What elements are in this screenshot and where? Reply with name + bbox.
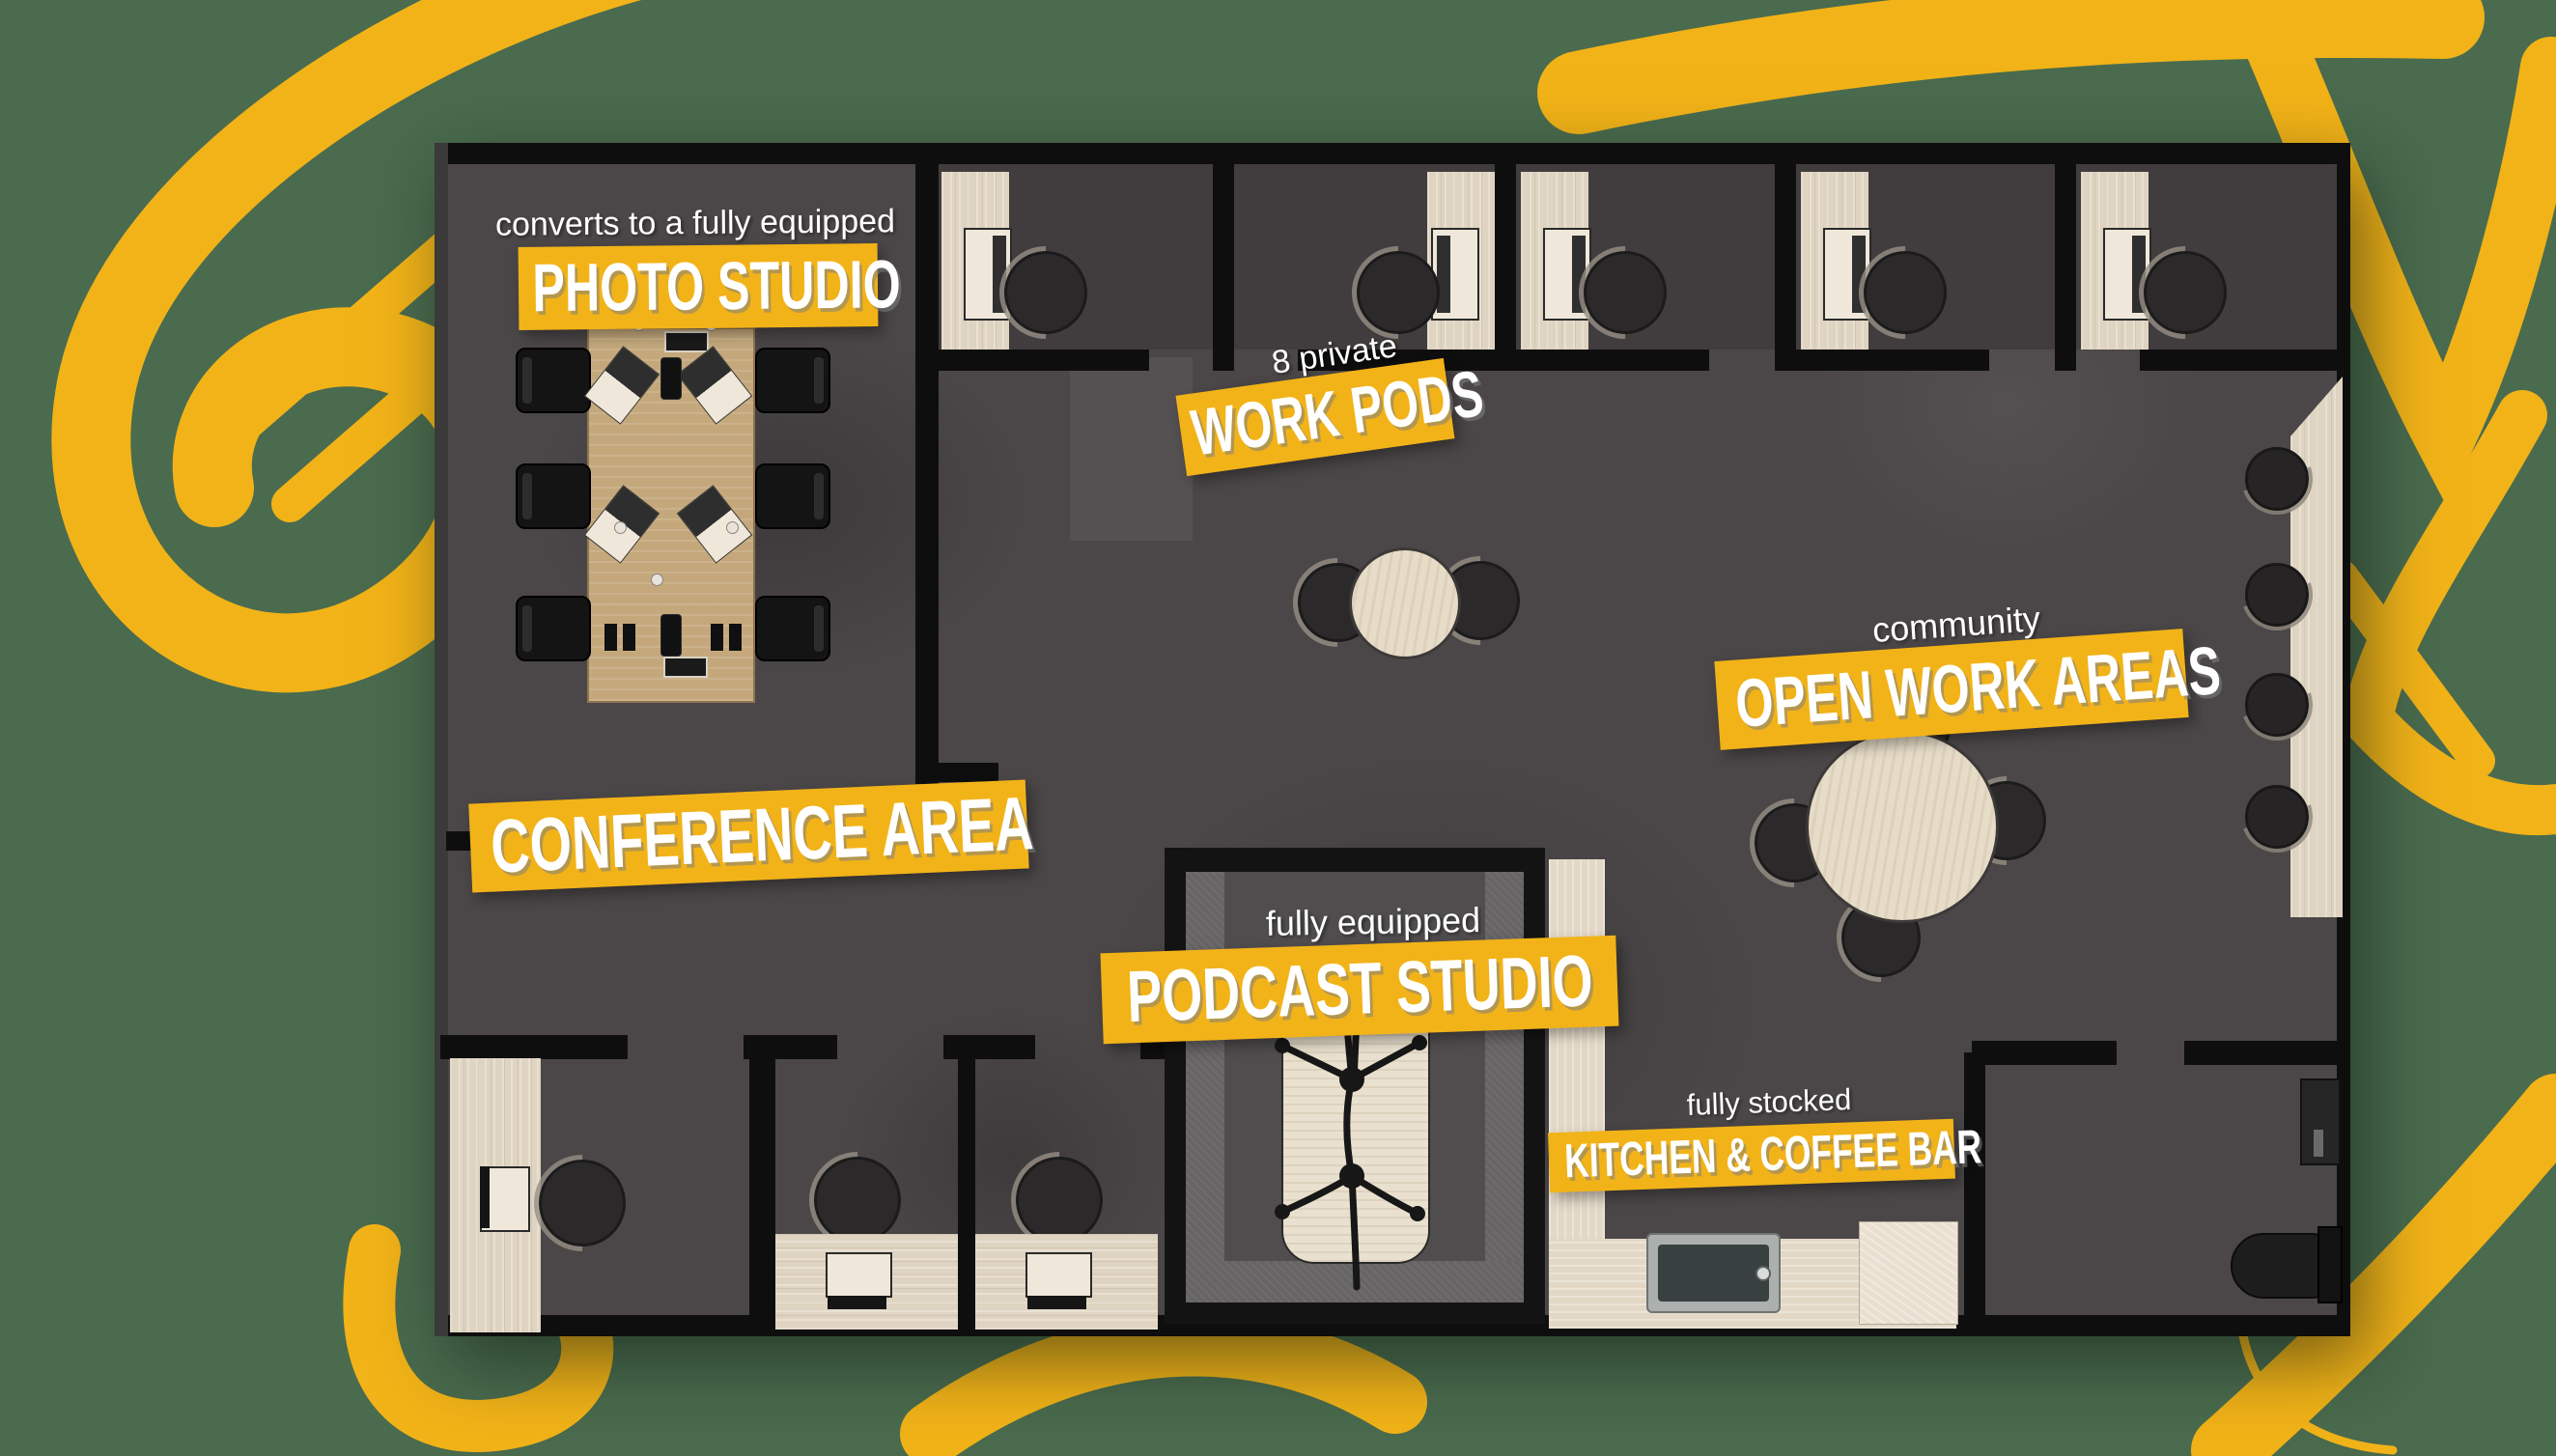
laptop xyxy=(826,1252,892,1298)
wall xyxy=(915,143,939,784)
round-table-small xyxy=(1349,547,1461,659)
phone xyxy=(660,357,682,400)
wall xyxy=(1972,1041,2117,1065)
conference-chair xyxy=(755,596,830,661)
wall xyxy=(1213,164,1234,371)
round-table-large xyxy=(1806,730,1999,923)
wall xyxy=(939,763,998,782)
laptop-screen xyxy=(480,1166,490,1228)
laptop xyxy=(1025,1252,1092,1298)
laptop xyxy=(1543,228,1591,321)
building-floor xyxy=(435,143,2350,1336)
kitchen-sink xyxy=(1646,1233,1781,1313)
structural-column xyxy=(1070,357,1193,541)
pod-chair xyxy=(1864,251,1947,334)
conference-chair xyxy=(755,463,830,529)
wall xyxy=(1298,350,1495,371)
restroom-fixture-handle xyxy=(2314,1130,2323,1157)
podcast-studio-wall xyxy=(1186,872,1224,1302)
device xyxy=(729,624,742,651)
wall xyxy=(446,831,471,851)
pod-chair xyxy=(1016,1157,1103,1244)
pod-chair xyxy=(2144,251,2227,334)
open-work-areas-label: OPEN WORK AREAS xyxy=(1714,629,2223,750)
wall xyxy=(435,143,2350,164)
coffee-cup xyxy=(614,521,627,534)
photo-studio-label: PHOTO STUDIO xyxy=(518,243,901,330)
bar-stool xyxy=(2245,785,2309,849)
photo-studio-title: PHOTO STUDIO xyxy=(531,246,902,326)
device xyxy=(604,624,617,651)
phone xyxy=(660,614,682,657)
faucet xyxy=(1755,1266,1771,1281)
conference-chair xyxy=(516,596,591,661)
podcast-studio-title: PODCAST STUDIO xyxy=(1125,939,1594,1038)
kitchen-label: KITCHEN & COFFEE BAR xyxy=(1548,1118,1982,1193)
wall xyxy=(435,143,448,1336)
wall xyxy=(440,1035,628,1059)
keyboard xyxy=(663,657,708,678)
wall xyxy=(1775,164,1796,371)
coffee-cup xyxy=(651,574,663,586)
microphone-cables xyxy=(1275,952,1427,1291)
conference-chair xyxy=(516,463,591,529)
wall xyxy=(1796,350,1989,371)
wall xyxy=(2055,164,2076,371)
conference-area-label: CONFERENCE AREA xyxy=(468,779,1035,893)
toilet xyxy=(2231,1233,2323,1299)
pod-chair xyxy=(1584,251,1667,334)
wall xyxy=(2184,1041,2337,1065)
wall xyxy=(2140,350,2337,371)
restroom-fixture xyxy=(2300,1078,2341,1165)
kitchen-island xyxy=(1859,1221,1958,1325)
office-chair xyxy=(539,1160,626,1246)
pod-chair xyxy=(814,1157,901,1244)
device xyxy=(623,624,635,651)
pod-chair xyxy=(1004,251,1087,334)
device xyxy=(711,624,723,651)
wall xyxy=(917,350,1149,371)
sink-basin xyxy=(1658,1245,1769,1302)
bar-stool xyxy=(2245,563,2309,627)
wall xyxy=(1495,164,1516,371)
conference-chair xyxy=(516,348,591,413)
wall xyxy=(749,1035,775,1336)
wall xyxy=(1964,1052,1985,1336)
conference-area-title: CONFERENCE AREA xyxy=(489,780,1035,889)
kitchen-title: KITCHEN & COFFEE BAR xyxy=(1563,1121,1983,1190)
keyboard xyxy=(664,331,709,352)
coffee-cup xyxy=(726,521,739,534)
conference-chair xyxy=(755,348,830,413)
keyboard xyxy=(1027,1296,1086,1309)
toilet-tank xyxy=(2317,1226,2343,1303)
pod-chair xyxy=(1357,251,1440,334)
keyboard xyxy=(828,1296,886,1309)
bar-stool xyxy=(2245,673,2309,737)
wall xyxy=(1516,350,1709,371)
wall xyxy=(958,1035,975,1336)
podcast-studio-label: PODCAST STUDIO xyxy=(1100,935,1619,1045)
bar-stool xyxy=(2245,447,2309,511)
